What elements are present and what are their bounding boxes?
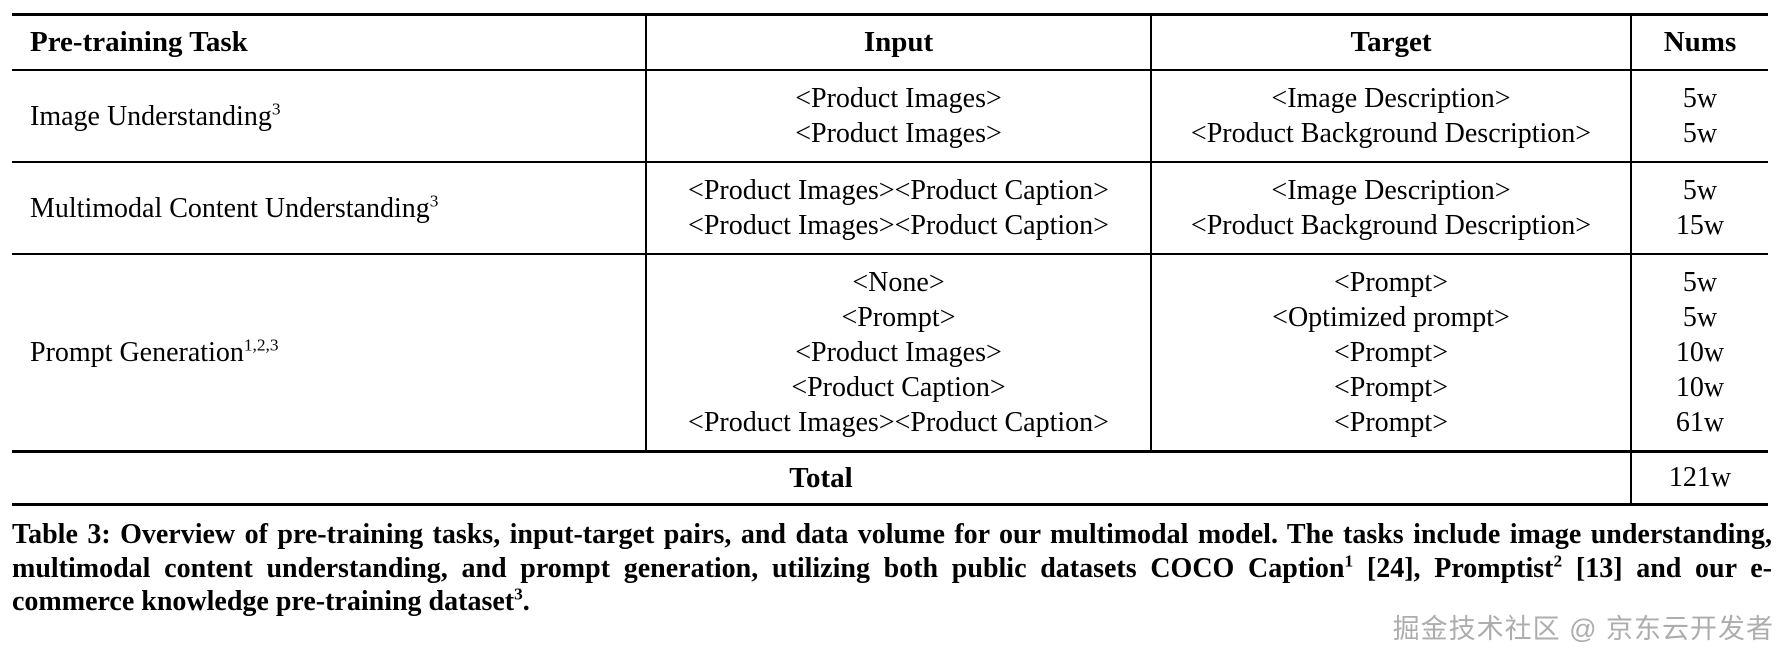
table-row-group-multimodal-understanding: Multimodal Content Understanding3 <Produ… [12,163,1768,253]
caption-text: . [522,586,530,617]
table-row-group-image-understanding: Image Understanding3 <Product Images> <P… [12,71,1768,161]
pretraining-table: Pre-training Task Input Target Nums Imag… [12,13,1768,506]
total-label-cell: Total [12,453,1630,503]
nums-cell: 5w 15w [1630,163,1768,253]
input-value: <Product Images> [795,83,1002,114]
nums-value: 5w [1682,175,1718,206]
header-cell-task: Pre-training Task [12,16,645,69]
input-value: <Product Images><Product Caption> [688,210,1109,241]
header-bottom-rule [12,69,1768,71]
total-label: Total [789,462,853,494]
input-value: <Product Images><Product Caption> [688,407,1109,438]
nums-cell: 5w 5w [1630,71,1768,161]
table-bottom-rule [12,503,1768,506]
nums-cell: 5w 5w 10w 10w 61w [1630,255,1768,450]
caption-text: [24], Promptist [1353,552,1554,584]
nums-value: 5w [1682,302,1718,333]
task-label: Image Understanding [30,100,272,132]
header-target-label: Target [1350,26,1432,58]
caption-footnote-ref: 3 [514,584,523,604]
header-cell-input: Input [645,16,1150,69]
target-value: <Product Background Description> [1190,118,1592,149]
caption-text: Table 3: Overview of pre-training tasks,… [12,519,1772,584]
input-value: <Product Images><Product Caption> [688,175,1109,206]
table-header-row: Pre-training Task Input Target Nums [12,16,1768,69]
nums-value: 5w [1682,267,1718,298]
target-value: <Image Description> [1271,175,1511,206]
target-value: <Image Description> [1271,83,1511,114]
header-nums-label: Nums [1663,26,1737,58]
task-cell: Image Understanding3 [12,71,645,161]
table-row-group-prompt-generation: Prompt Generation1,2,3 <None> <Prompt> <… [12,255,1768,450]
table-top-rule [12,13,1768,16]
task-superscript: 3 [271,99,281,119]
input-value: <Product Images> [795,337,1002,368]
header-input-label: Input [863,26,934,58]
task-superscript: 3 [429,191,439,211]
input-value: <Prompt> [841,302,956,333]
target-cell: <Prompt> <Optimized prompt> <Prompt> <Pr… [1150,255,1630,450]
caption-footnote-ref: 1 [1344,551,1354,571]
nums-value: 61w [1675,407,1725,438]
total-row: Total 121w [12,453,1768,503]
input-value: <None> [852,267,945,298]
target-cell: <Image Description> <Product Background … [1150,163,1630,253]
total-nums-value: 121w [1668,462,1732,493]
task-superscript: 1,2,3 [243,335,279,355]
caption-footnote-ref: 2 [1553,551,1563,571]
header-cell-nums: Nums [1630,16,1768,69]
table-caption: Table 3: Overview of pre-training tasks,… [12,518,1772,619]
input-cell: <None> <Prompt> <Product Images> <Produc… [645,255,1150,450]
nums-value: 5w [1682,83,1718,114]
watermark-text: 掘金技术社区 @ 京东云开发者 [1392,614,1774,644]
group-divider-rule [12,253,1768,255]
target-cell: <Image Description> <Product Background … [1150,71,1630,161]
total-nums-cell: 121w [1630,453,1768,503]
input-value: <Product Images> [795,118,1002,149]
task-label: Multimodal Content Understanding [30,192,430,224]
task-label: Prompt Generation [30,337,244,368]
target-value: <Product Background Description> [1190,210,1592,241]
nums-value: 15w [1675,210,1725,241]
target-value: <Prompt> [1333,372,1449,403]
header-task-label: Pre-training Task [30,26,248,58]
caption-text: [13] and our e-commerce knowledge pre-tr… [12,552,1772,618]
input-cell: <Product Images> <Product Images> [645,71,1150,161]
nums-value: 5w [1682,118,1718,149]
target-value: <Prompt> [1333,337,1449,368]
total-top-rule [12,450,1768,453]
target-value: <Prompt> [1333,267,1449,298]
input-value: <Product Caption> [791,372,1006,403]
task-cell: Prompt Generation1,2,3 [12,255,645,450]
input-cell: <Product Images><Product Caption> <Produ… [645,163,1150,253]
task-cell: Multimodal Content Understanding3 [12,163,645,253]
group-divider-rule [12,161,1768,163]
header-cell-target: Target [1150,16,1630,69]
nums-value: 10w [1675,372,1725,403]
target-value: <Optimized prompt> [1272,302,1510,333]
target-value: <Prompt> [1333,407,1449,438]
nums-value: 10w [1675,337,1725,368]
